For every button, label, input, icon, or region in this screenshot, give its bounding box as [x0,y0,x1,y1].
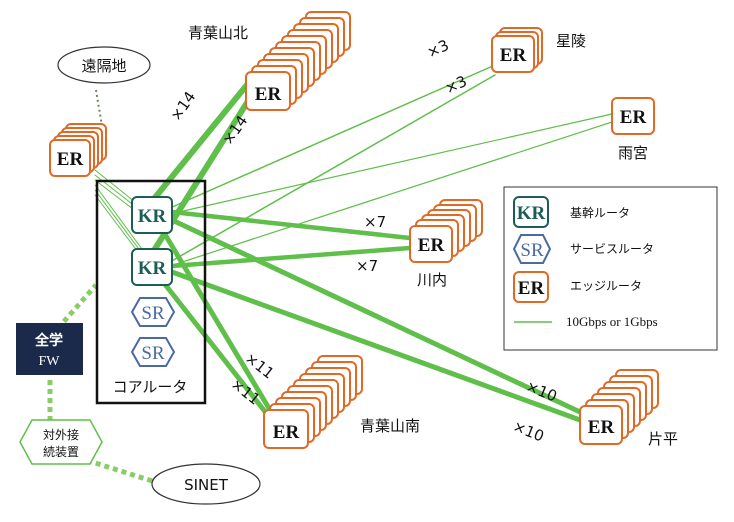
er-stack-katahira: ER [579,369,659,445]
er-label: ER [57,149,84,170]
sr-label: SR [141,343,165,364]
mult-katahira-b: ×10 [511,417,547,446]
legend-link-label: 10Gbps or 1Gbps [566,314,658,329]
aoba-south-label: 青葉山南 [360,417,420,435]
kawauchi-label: 川内 [417,271,447,289]
legend-kr: KR 基幹ルータ [513,196,630,228]
er-stack-left: ER [49,123,107,177]
legend-er-icon: ER [518,278,545,299]
kr-label: KR [138,258,167,279]
legend-er-label: エッジルータ [570,279,642,293]
er-label: ER [620,107,647,128]
remote-label: 遠隔地 [81,57,126,75]
mult-aoba-south-a: ×11 [242,349,278,383]
mult-aoba-north-a: ×14 [167,88,200,124]
fw-label-2: FW [39,354,61,369]
aoba-south-links [157,223,273,421]
legend-sr: SR サービスルータ [512,234,654,264]
external-connection-device: 対外接 続装置 [19,419,103,465]
mult-kawauchi-b: ×7 [356,257,378,275]
ext-label-2: 続装置 [43,445,79,459]
ext-label-1: 対外接 [43,427,79,442]
seiryo-links [169,64,496,263]
campus-firewall: 全学 FW [16,323,83,375]
mult-kawauchi-a: ×7 [364,213,386,231]
core-router-label: コアルータ [113,378,188,396]
er-stack-kawauchi: ER [409,199,483,263]
mult-seiryo-b: ×3 [442,72,470,98]
er-label: ER [588,417,615,438]
kawauchi-links [169,209,413,269]
kr-router-2: KR [131,248,173,286]
amamiya-links [169,113,613,267]
sr-label: SR [141,303,165,324]
amamiya-label: 雨宮 [618,144,648,162]
er-amamiya: ER [611,97,655,135]
fw-label-1: 全学 [34,332,63,349]
sr-router-1: SR [130,297,176,327]
er-label: ER [255,84,282,105]
sinet: SINET [151,463,261,505]
er-stack-aoba-south: ER [263,355,363,449]
katahira-links [169,217,583,423]
er-label: ER [418,235,445,256]
seiryo-label: 星陵 [556,32,586,50]
core-router-box [95,179,207,405]
legend: KR 基幹ルータ SR サービスルータ ER エッジルータ 10Gbps or … [503,186,718,351]
legend-sr-icon: SR [520,240,544,261]
legend-kr-label: 基幹ルータ [570,205,630,220]
legend-er: ER エッジルータ [513,271,642,303]
er-stack-aoba-north: ER [245,11,351,111]
remote-site: 遠隔地 [57,46,151,84]
sinet-label: SINET [184,476,229,494]
legend-sr-label: サービスルータ [570,242,654,256]
mult-seiryo-a: ×3 [424,36,452,62]
legend-link: 10Gbps or 1Gbps [514,314,658,329]
sr-router-2: SR [130,337,176,367]
er-label: ER [500,45,527,66]
er-stack-seiryo: ER [491,27,543,73]
er-label: ER [273,422,300,443]
kr-router-1: KR [131,196,173,234]
kr-label: KR [138,206,167,227]
katahira-label: 片平 [648,430,678,448]
aoba-north-label: 青葉山北 [188,24,248,42]
legend-kr-icon: KR [517,203,546,224]
